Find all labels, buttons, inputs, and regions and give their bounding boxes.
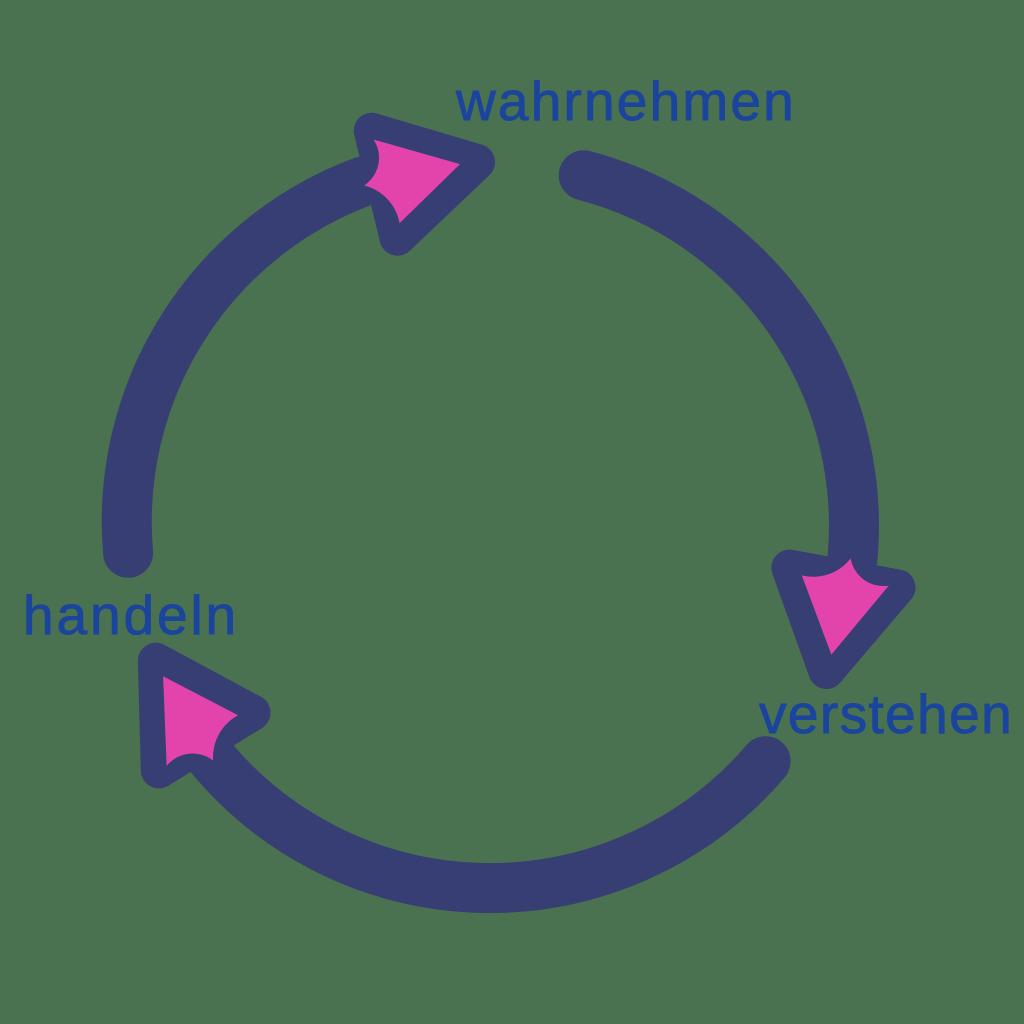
svg-text:wahrnehmen: wahrnehmen [455,70,796,132]
svg-text:verstehen: verstehen [759,683,1013,745]
svg-text:handeln: handeln [23,584,239,646]
